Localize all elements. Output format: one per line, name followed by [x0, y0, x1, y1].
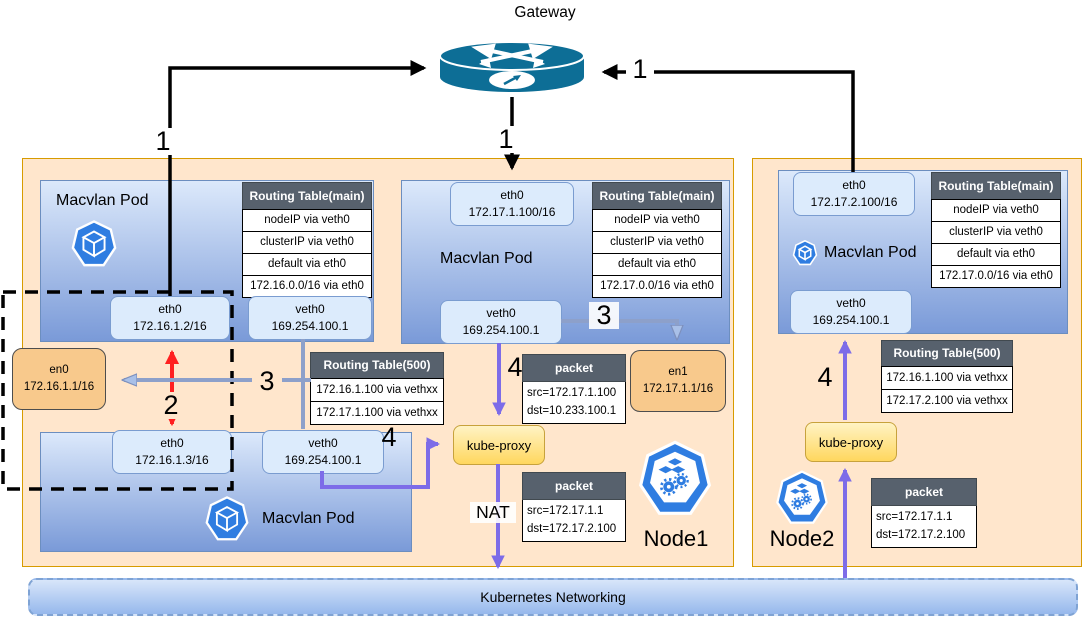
- packet-node1-out: packet src=172.17.1.100 dst=10.233.100.1: [522, 354, 626, 424]
- interface-name: en0: [49, 363, 69, 376]
- packet-dst: dst=172.17.2.100: [876, 528, 966, 541]
- routing-table-500-node2: Routing Table(500) 172.16.1.100 via veth…: [881, 340, 1013, 413]
- routing-table-row: nodeIP via veth0: [592, 209, 722, 232]
- pod1-veth0-interface: veth0 169.254.100.1: [248, 296, 372, 340]
- packet-node2-in: packet src=172.17.1.1 dst=172.17.2.100: [871, 478, 977, 548]
- kubernetes-node-icon: [636, 440, 714, 518]
- routing-table-row: nodeIP via veth0: [242, 209, 372, 232]
- step-label-3: 3: [252, 368, 282, 395]
- pod-icon: [204, 496, 250, 542]
- routing-table-row: 172.17.1.100 via vethxx: [310, 401, 444, 425]
- macvlan-pod2-label: Macvlan Pod: [262, 510, 355, 527]
- interface-name: eth0: [500, 187, 524, 202]
- step-label-1: 1: [626, 56, 654, 83]
- routing-table-row: 172.16.1.100 via vethxx: [881, 366, 1013, 390]
- macvlan-pod1-label: Macvlan Pod: [56, 192, 149, 209]
- kube-proxy-node1: kube-proxy: [453, 425, 545, 465]
- step-label-3: 3: [589, 302, 619, 329]
- node1-label: Node1: [643, 526, 709, 551]
- interface-name: veth0: [486, 305, 516, 320]
- kubernetes-node-icon: [774, 470, 830, 526]
- interface-name: eth0: [842, 177, 866, 192]
- routing-table-main-pod1: Routing Table(main) nodeIP via veth0 clu…: [242, 182, 372, 298]
- nat-label: NAT: [470, 502, 516, 523]
- pod3-veth0-interface: veth0 169.254.100.1: [440, 300, 562, 344]
- pod4-veth0-interface: veth0 169.254.100.1: [790, 290, 912, 334]
- en0-interface: en0 172.16.1.1/16: [12, 348, 106, 410]
- packet-title: packet: [871, 478, 977, 506]
- routing-table-title: Routing Table(main): [242, 182, 372, 210]
- routing-table-title: Routing Table(500): [310, 352, 444, 379]
- interface-ip: 172.17.1.1/16: [642, 383, 714, 395]
- step-label-4: 4: [817, 362, 833, 392]
- interface-ip: 172.17.1.100/16: [468, 205, 556, 219]
- pod4-eth0-interface: eth0 172.17.2.100/16: [793, 172, 915, 216]
- routing-table-title: Routing Table(500): [881, 340, 1013, 367]
- routing-table-main-pod3: Routing Table(main) nodeIP via veth0 clu…: [592, 182, 722, 298]
- interface-ip: 169.254.100.1: [271, 319, 349, 333]
- packet-src: src=172.17.1.1: [527, 505, 604, 517]
- routing-table-row: clusterIP via veth0: [931, 221, 1061, 244]
- en1-interface: en1 172.17.1.1/16: [630, 350, 726, 412]
- packet-title: packet: [522, 354, 626, 382]
- kubernetes-networking-bar: Kubernetes Networking: [28, 578, 1078, 616]
- packet-dst: dst=10.233.100.1: [527, 404, 617, 417]
- kube-proxy-node2: kube-proxy: [805, 422, 897, 462]
- step-label-4: 4: [507, 352, 523, 382]
- packet-dst: dst=172.17.2.100: [527, 522, 617, 535]
- step-label-4: 4: [381, 422, 397, 452]
- router-icon: [437, 40, 587, 96]
- routing-table-500-node1: Routing Table(500) 172.16.1.100 via veth…: [310, 352, 444, 425]
- interface-ip: 169.254.100.1: [462, 323, 540, 337]
- interface-name: en1: [668, 365, 688, 378]
- routing-table-row: default via eth0: [931, 243, 1061, 266]
- node2-label: Node2: [769, 526, 835, 551]
- pod2-veth0-interface: veth0 169.254.100.1: [262, 430, 384, 474]
- routing-table-row: clusterIP via veth0: [242, 231, 372, 254]
- interface-ip: 169.254.100.1: [812, 313, 890, 327]
- packet-src: src=172.17.1.1: [876, 511, 953, 523]
- routing-table-row: 172.17.0.0/16 via eth0: [592, 275, 722, 298]
- step-label-2: 2: [156, 392, 186, 419]
- step-label-1: 1: [150, 128, 176, 155]
- packet-node1-nat: packet src=172.17.1.1 dst=172.17.2.100: [522, 472, 626, 542]
- interface-ip: 172.16.1.1/16: [23, 381, 95, 393]
- routing-table-row: default via eth0: [592, 253, 722, 276]
- routing-table-row: 172.16.1.100 via vethxx: [310, 378, 444, 402]
- pod2-eth0-interface: eth0 172.16.1.3/16: [112, 430, 232, 474]
- routing-table-row: 172.17.0.0/16 via eth0: [931, 265, 1061, 288]
- interface-name: eth0: [160, 435, 184, 450]
- interface-ip: 172.16.1.2/16: [133, 319, 207, 333]
- arrow-pod4-to-gateway: [601, 63, 855, 172]
- packet-title: packet: [522, 472, 626, 500]
- step-label-1: 1: [494, 126, 518, 153]
- pod3-eth0-interface: eth0 172.17.1.100/16: [450, 182, 574, 226]
- interface-name: veth0: [308, 435, 338, 450]
- packet-src: src=172.17.1.100: [527, 387, 617, 399]
- pod-icon: [70, 220, 118, 268]
- interface-ip: 172.16.1.3/16: [135, 453, 209, 467]
- routing-table-row: 172.16.0.0/16 via eth0: [242, 275, 372, 298]
- routing-table-title: Routing Table(main): [592, 182, 722, 210]
- pod-icon: [792, 239, 818, 266]
- gateway-label: Gateway: [514, 4, 576, 21]
- macvlan-pod3-label: Macvlan Pod: [440, 250, 533, 267]
- interface-name: eth0: [158, 301, 182, 316]
- routing-table-title: Routing Table(main): [931, 172, 1061, 200]
- pod1-eth0-interface: eth0 172.16.1.2/16: [110, 296, 230, 340]
- interface-ip: 172.17.2.100/16: [810, 195, 898, 209]
- interface-ip: 169.254.100.1: [284, 453, 362, 467]
- routing-table-row: 172.17.2.100 via vethxx: [881, 389, 1013, 413]
- interface-name: veth0: [295, 301, 325, 316]
- routing-table-row: nodeIP via veth0: [931, 199, 1061, 222]
- routing-table-row: clusterIP via veth0: [592, 231, 722, 254]
- routing-table-row: default via eth0: [242, 253, 372, 276]
- interface-name: veth0: [836, 295, 866, 310]
- macvlan-pod4-label: Macvlan Pod: [824, 244, 917, 261]
- routing-table-main-pod4: Routing Table(main) nodeIP via veth0 clu…: [931, 172, 1061, 288]
